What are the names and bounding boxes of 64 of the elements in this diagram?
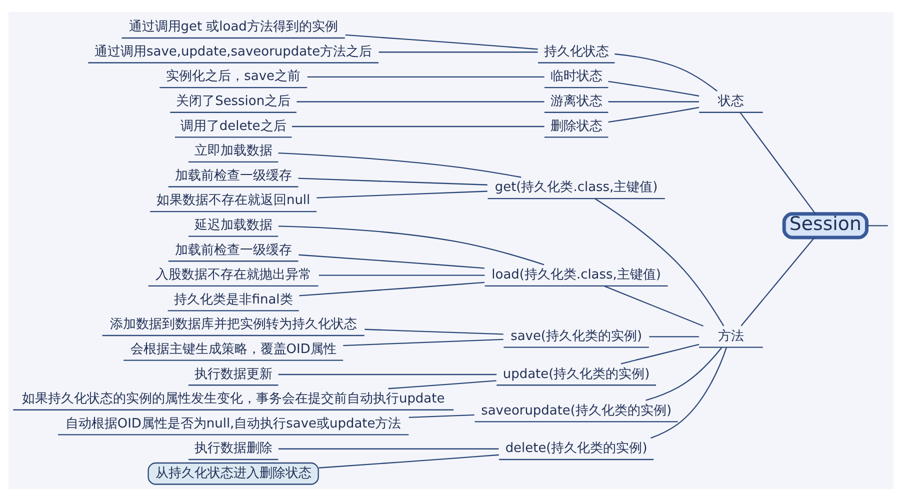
node-text: save(持久化类的实例) (510, 328, 642, 344)
node-text: saveorupdate(持久化类的实例) (481, 402, 672, 418)
node-text: 加载前检查一级缓存 (174, 242, 292, 258)
node-text: 如果数据不存在就返回null (156, 192, 310, 208)
connector (614, 52, 718, 91)
connector (318, 454, 499, 468)
node-text: 关闭了Session之后 (176, 94, 291, 109)
connector (740, 112, 816, 214)
node-text: 入股数据不存在就抛出异常 (155, 267, 312, 282)
connector (307, 76, 544, 78)
node-text: 通过调用save,update,saveorupdate方法之后 (94, 44, 372, 59)
node-text: 执行数据删除 (194, 440, 272, 456)
node-text: 实例化之后，save之前 (166, 68, 301, 84)
connector (649, 336, 699, 337)
node-text: 添加数据到数据库并把实例转为持久化状态 (110, 316, 357, 332)
connector (594, 198, 724, 326)
node-text: 执行数据更新 (194, 366, 272, 382)
node-text: load(持久化类.class,主键值) (492, 267, 661, 282)
connector (608, 100, 699, 102)
connector (278, 373, 497, 375)
node-text: 方法 (718, 328, 744, 344)
connector (620, 343, 700, 364)
connector (298, 254, 485, 268)
connector (378, 51, 538, 52)
connector (296, 100, 544, 102)
node-text: 延迟加载数据 (194, 218, 272, 233)
node-text: 持久化类是非final类 (174, 292, 293, 307)
node-text: 临时状态 (550, 68, 602, 84)
connector (608, 80, 700, 96)
connector (608, 106, 700, 122)
node-text: 如果持久化状态的实例的属性发生变化，事务会在提交前自动执行update (22, 391, 445, 406)
node-box: 从持久化状态进入删除状态 (148, 462, 319, 484)
node-text: 通过调用get 或load方法得到的实例 (128, 19, 338, 34)
connector (318, 274, 485, 276)
connector (866, 224, 888, 226)
node-text: 加载前检查一级缓存 (174, 168, 292, 183)
node-text: 调用了delete之后 (180, 118, 286, 134)
connector (316, 190, 488, 198)
connector (646, 346, 722, 400)
node-text: 游离状态 (550, 94, 602, 109)
connector (650, 346, 728, 438)
connector (364, 328, 504, 334)
node-text: 删除状态 (550, 118, 602, 134)
node-text: update(持久化类的实例) (502, 366, 650, 382)
connector (278, 225, 544, 265)
connector (292, 125, 544, 127)
node-text: 持久化状态 (544, 44, 609, 59)
node-text: 自动根据OID属性是否为null,自动执行save或update方法 (65, 416, 402, 431)
node-text: delete(持久化类的实例) (505, 440, 648, 456)
connector (299, 281, 485, 296)
connector (345, 34, 538, 50)
connector (388, 380, 496, 389)
connector (278, 152, 522, 178)
node-text: 立即加载数据 (194, 143, 272, 158)
connector (408, 414, 474, 418)
connector (343, 338, 504, 346)
connector (278, 448, 499, 449)
connector (604, 285, 704, 326)
node-text: get(持久化类.class,主键值) (494, 180, 658, 195)
node-box: Session (782, 212, 869, 239)
node-text: 会根据主键生成策略，覆盖OID属性 (130, 341, 336, 356)
connector (298, 177, 488, 185)
connector (740, 236, 815, 326)
node-text: 状态 (718, 94, 744, 109)
